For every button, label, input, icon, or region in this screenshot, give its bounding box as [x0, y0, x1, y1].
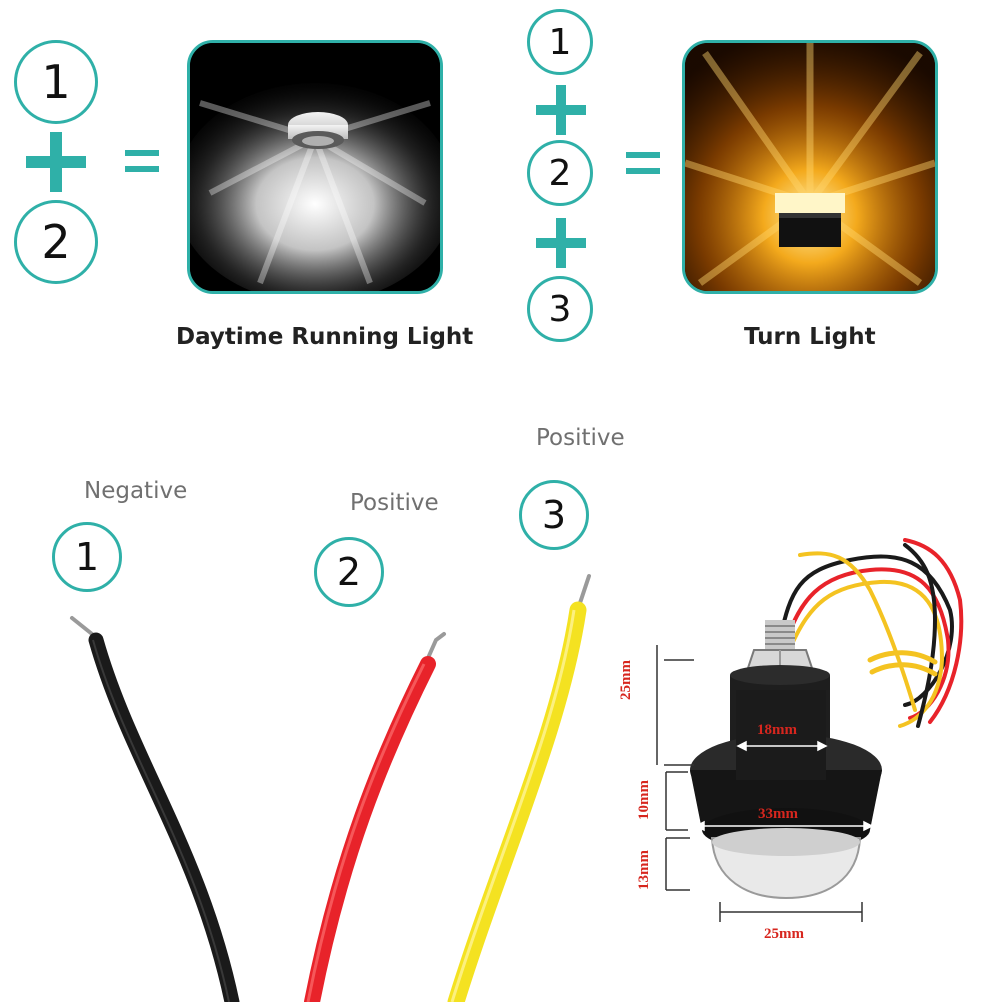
operand-circle-1: 1 [14, 40, 98, 124]
operand-number: 1 [41, 55, 71, 109]
stem-width-dimension: 18mm [757, 722, 797, 738]
wire-2-label: Positive [350, 490, 439, 516]
operand-number: 3 [548, 288, 572, 330]
operand-number: 1 [548, 21, 572, 63]
wire-number: 1 [74, 535, 100, 579]
daytime-running-light-photo [187, 40, 443, 294]
wire-3-number-circle: 3 [519, 480, 589, 550]
turn-light-photo [682, 40, 938, 294]
turn-light-caption: Turn Light [744, 324, 876, 350]
wire-number: 3 [541, 493, 567, 537]
lens-height-dimension: 13mm [636, 850, 652, 890]
wire-1-label: Negative [84, 478, 188, 504]
equals-icon [626, 152, 660, 174]
lens-width-dimension: 25mm [764, 926, 804, 942]
base-height-dimension: 10mm [636, 780, 652, 820]
operand-circle-1: 1 [527, 9, 593, 75]
operand-number: 2 [548, 152, 572, 194]
operand-circle-2: 2 [527, 140, 593, 206]
wire-2-number-circle: 2 [314, 537, 384, 607]
wire-number: 2 [336, 550, 362, 594]
wire-3-label: Positive [536, 425, 625, 451]
operand-circle-3: 3 [527, 276, 593, 342]
plus-icon [536, 85, 586, 135]
base-width-dimension: 33mm [758, 806, 798, 822]
daytime-running-light-caption: Daytime Running Light [176, 324, 474, 350]
operand-circle-2: 2 [14, 200, 98, 284]
plus-icon [536, 218, 586, 268]
wire-1-number-circle: 1 [52, 522, 122, 592]
plus-icon: .p1::before{left:24px;top:0;width:12px;h… [26, 132, 86, 192]
operand-number: 2 [41, 215, 71, 269]
equals-icon [125, 150, 159, 172]
stem-height-dimension: 25mm [618, 660, 634, 700]
